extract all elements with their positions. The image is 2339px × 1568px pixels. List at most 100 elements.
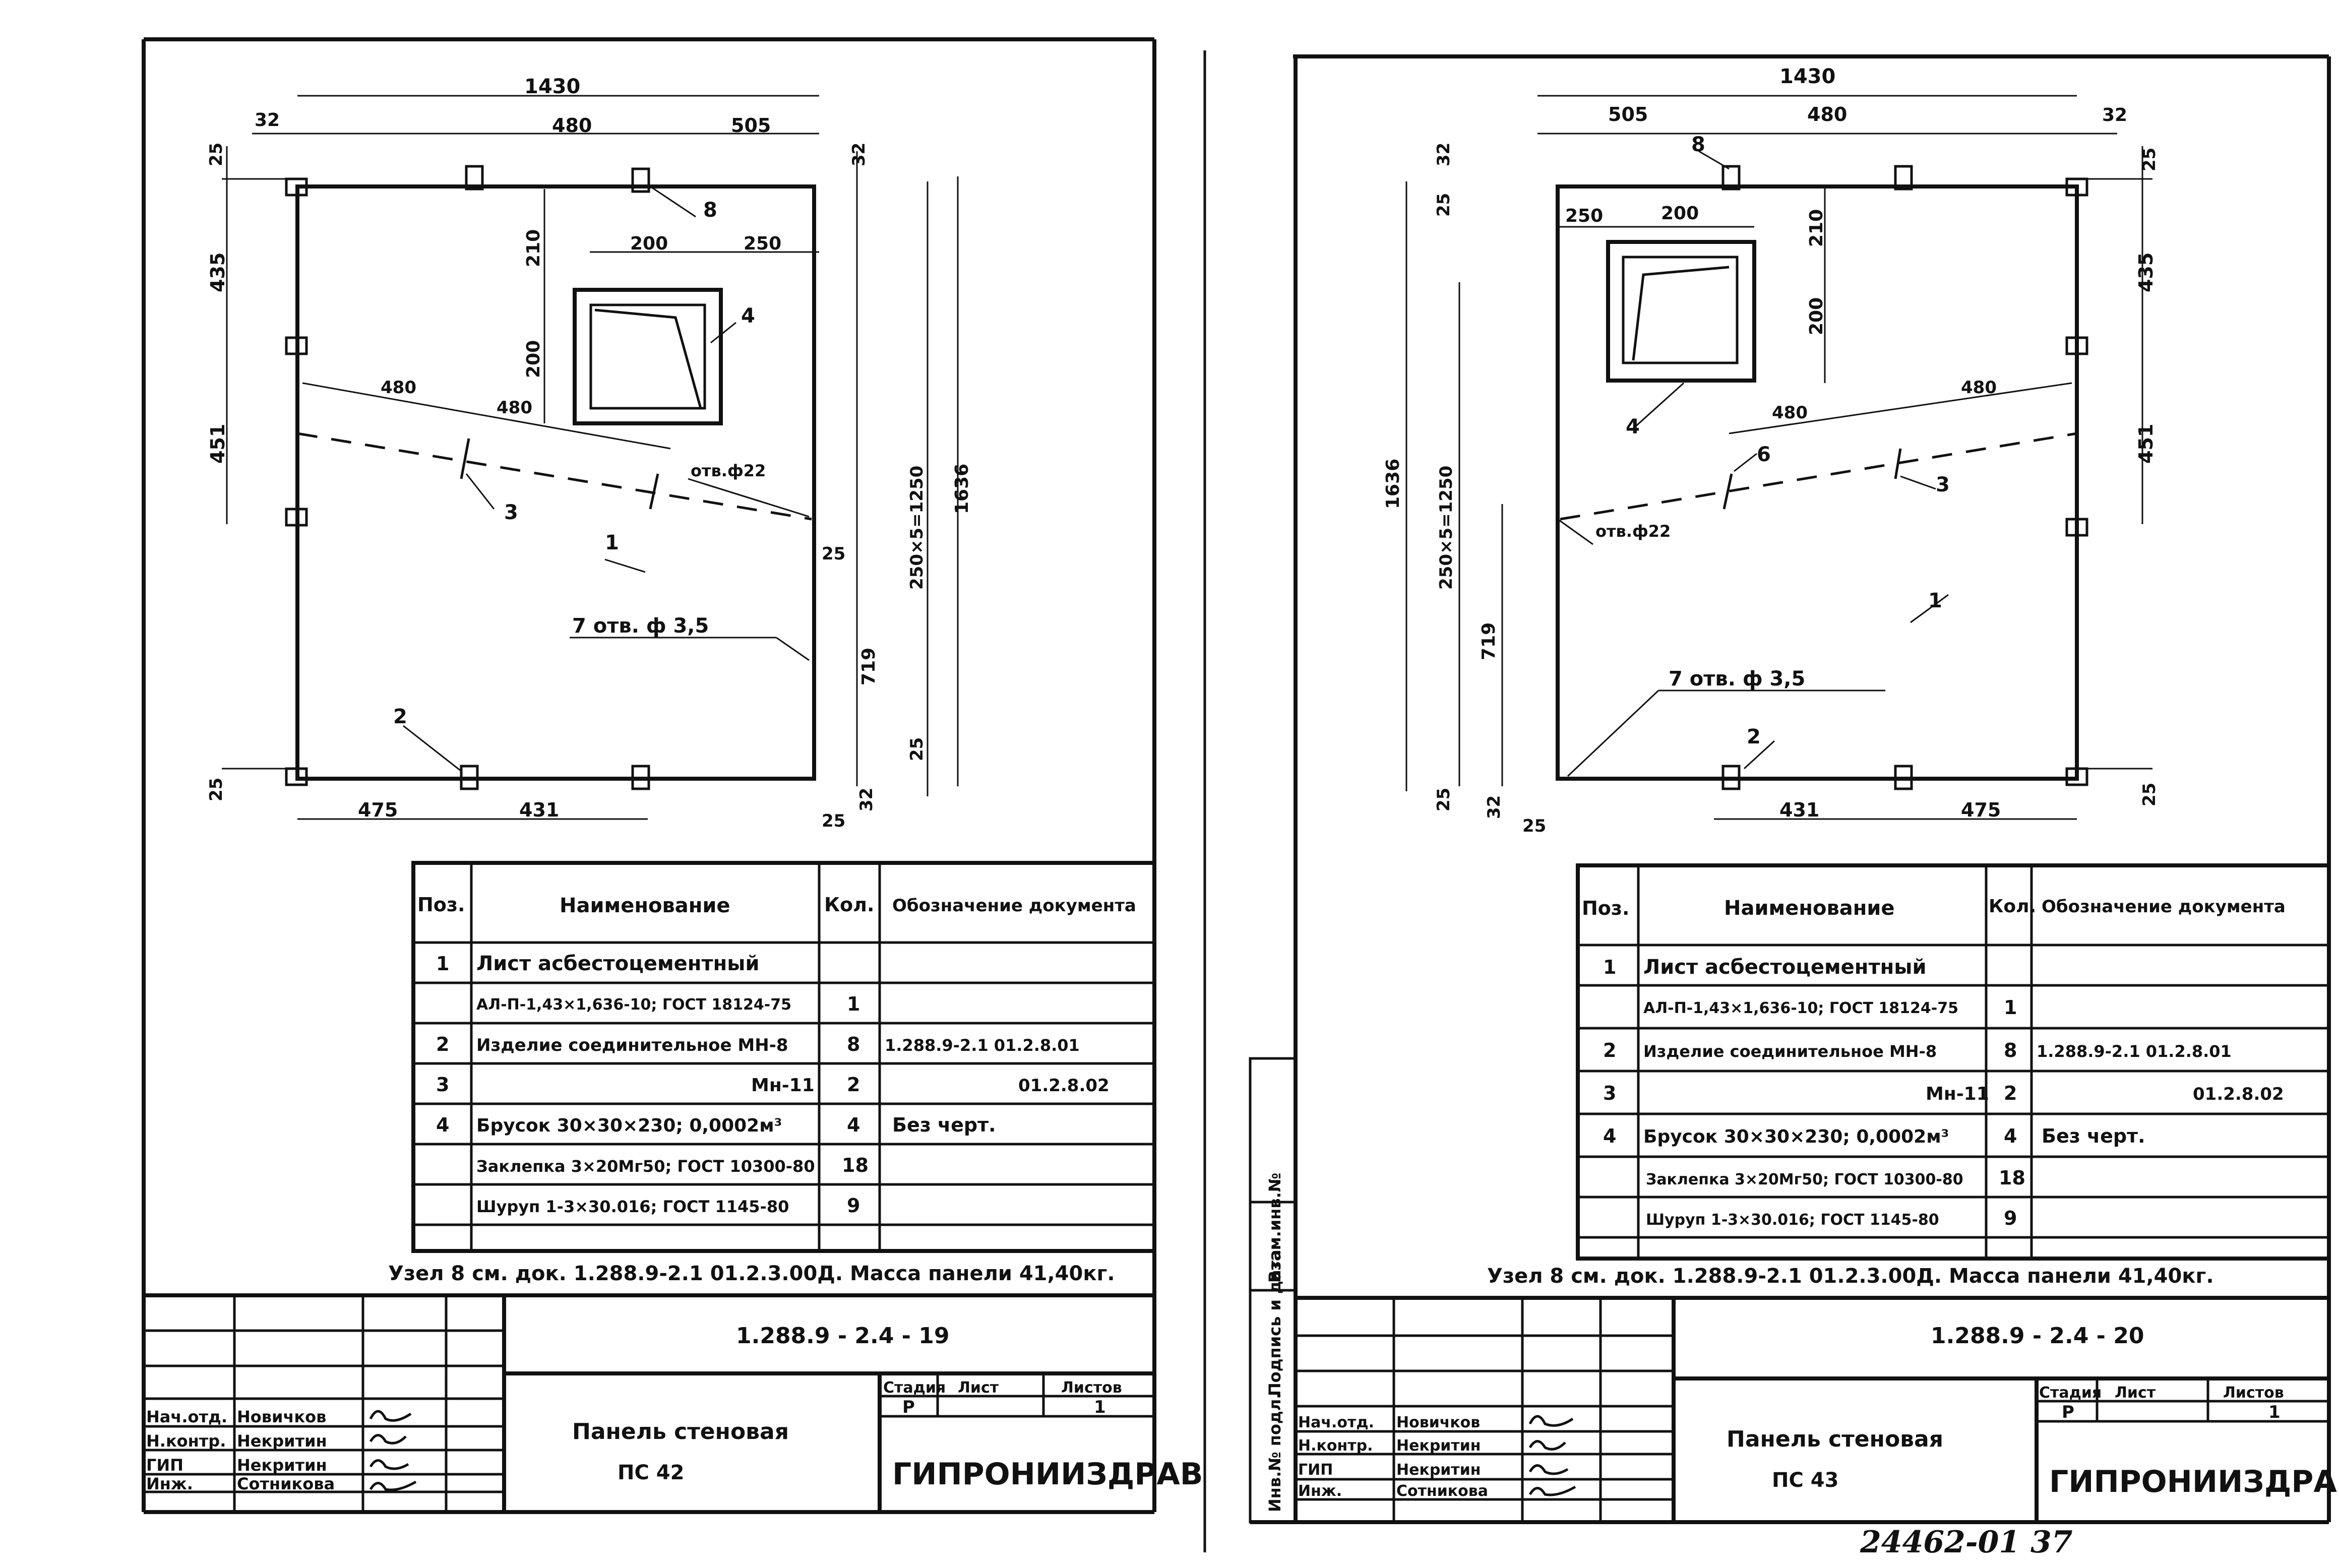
svg-text:3: 3 [1603,1082,1616,1104]
svg-text:АЛ-П-1,43×1,636-10; ГОСТ 18124: АЛ-П-1,43×1,636-10; ГОСТ 18124-75 [476,996,791,1014]
stamp-title: Панель стеновая [1727,1426,1943,1452]
svg-text:2: 2 [1603,1039,1616,1061]
name-4: Сотникова [1396,1482,1488,1500]
callout-8: 8 [1691,133,1705,156]
role-4: Инж. [1298,1482,1342,1500]
side-label-sign: Подпись и дата [1265,1249,1284,1396]
svg-text:18: 18 [842,1154,869,1176]
svg-text:4: 4 [1603,1125,1616,1147]
dim-right-overall: 1636 [952,464,972,514]
role-3: ГИП [146,1456,183,1475]
dim-top-a: 32 [255,110,280,131]
stamp-code: 1.288.9 - 2.4 - 19 [736,1323,949,1349]
svg-text:Без черт.: Без черт. [2042,1125,2145,1147]
role-3: ГИП [1298,1461,1333,1479]
dim-right-435: 435 [2135,253,2157,292]
sheet-left-svg: 1430 32 480 505 25 435 451 25 32 210 200… [142,37,1203,1514]
dim-top-b: 480 [552,114,592,137]
dim-left-25: 25 [1434,193,1454,217]
signatures [369,1410,417,1491]
th-pos: Поз. [1582,897,1629,919]
svg-text:1: 1 [436,953,449,975]
table-row: АЛ-П-1,43×1,636-10; ГОСТ 18124-75 1 [476,993,860,1015]
svg-text:9: 9 [2004,1207,2017,1229]
table-row: Заклепка 3×20Мг50; ГОСТ 10300-80 18 [476,1154,869,1176]
name-2: Некритин [237,1431,327,1451]
dim-right-32: 32 [856,788,877,811]
dim-bottom-c: 25 [822,811,845,831]
stamp-org: ГИПРОНИИЗДРАВ [892,1457,1203,1492]
stamp-stage-h: Стадия [2039,1384,2102,1402]
drawing-sheet-right: Инв.№ подл. Подпись и дата Взам.инв.№ 14… [1170,0,2339,1568]
svg-text:Лист асбестоцементный: Лист асбестоцементный [1643,956,1926,979]
svg-text:8: 8 [2004,1039,2017,1061]
dim-bot-32: 32 [1484,795,1504,819]
dim-diag-b: 480 [1961,378,1997,398]
role-4: Инж. [146,1474,193,1493]
svg-text:9: 9 [847,1195,860,1217]
th-doc: Обозначение документа [892,896,1136,916]
side-column [1249,1057,1297,1524]
table-row: Шуруп 1-3×30.016; ГОСТ 1145-80 9 [1646,1207,2017,1229]
svg-text:Лист асбестоцементный: Лист асбестоцементный [476,952,759,975]
note-text: Узел 8 см. док. 1.288.9-2.1 01.2.3.00Д. … [1487,1265,2214,1288]
dim-diag-b: 480 [497,398,532,418]
dim-left-a: 435 [207,253,229,292]
stamp-org: ГИПРОНИИЗДРАВ [2049,1464,2339,1499]
spec-table [1576,863,2331,1261]
stamp-title2: ПС 43 [1772,1469,1838,1492]
stamp-stage: Р [2062,1402,2074,1422]
opening-inner [589,303,706,410]
footer-number: 24462-01 37 [1860,1525,2073,1560]
dim-top-overall: 1430 [1779,65,1835,88]
name-3: Некритин [237,1456,327,1475]
dim-top-b: 480 [1807,103,1847,126]
stamp-title2: ПС 42 [618,1461,684,1484]
panel-outline [295,184,816,781]
callout-1: 1 [1928,589,1942,612]
svg-text:18: 18 [1999,1167,2025,1189]
callout-holes35: 7 отв. ф 3,5 [1669,667,1805,691]
side-label-replace: Взам.инв.№ [1265,1173,1284,1283]
callout-4: 4 [1626,415,1640,438]
dim-left-pitch: 250×5=1250 [1436,466,1456,590]
svg-text:3: 3 [436,1074,449,1096]
svg-text:АЛ-П-1,43×1,636-10; ГОСТ 18124: АЛ-П-1,43×1,636-10; ГОСТ 18124-75 [1643,999,1958,1017]
title-block [144,1293,1154,1512]
table-row: 2 Изделие соединительное МН-8 8 1.288.9-… [1603,1039,2232,1061]
svg-text:8: 8 [847,1033,860,1055]
svg-text:4: 4 [847,1114,860,1136]
opening-inner [1622,256,1739,364]
stamp-stage-h: Стадия [883,1379,946,1397]
callout-6: 6 [1757,443,1771,466]
svg-text:1: 1 [1603,956,1616,978]
dim-top-c: 505 [731,114,771,137]
svg-text:2: 2 [436,1033,449,1055]
dim-open-h2: 200 [1806,297,1827,335]
dim-top-c: 32 [2102,105,2127,126]
table-row: 3 Мн-11 2 01.2.8.02 [436,1074,1110,1096]
note-text: Узел 8 см. док. 1.288.9-2.1 01.2.3.00Д. … [388,1262,1115,1285]
table-row: 3 Мн-11 2 01.2.8.02 [1603,1082,2284,1104]
diagonal-dim [1729,382,2072,434]
dim-left-32: 32 [1434,143,1454,166]
stamp-title: Панель стеновая [572,1419,789,1445]
title-block [1296,1296,2329,1522]
svg-text:Заклепка 3×20Мг50; ГОСТ 10300-: Заклепка 3×20Мг50; ГОСТ 10300-80 [476,1157,815,1176]
dim-open-h2: 200 [523,340,544,378]
opening-sheet-line [594,308,702,409]
panel-outline [1556,184,2079,781]
svg-text:Заклепка 3×20Мг50; ГОСТ 10300-: Заклепка 3×20Мг50; ГОСТ 10300-80 [1646,1171,1963,1188]
role-1: Нач.отд. [146,1407,227,1426]
signatures [1528,1415,1576,1496]
name-3: Некритин [1396,1461,1481,1479]
th-name: Наименование [560,894,730,917]
dim-top-overall: 1430 [524,75,580,98]
dim-bottom-b: 475 [1961,799,2001,821]
th-qty: Кол. [1989,896,2036,917]
dim-top-a: 505 [1608,103,1648,126]
table-row: Шуруп 1-3×30.016; ГОСТ 1145-80 9 [476,1195,860,1217]
dim-open-w1: 200 [630,233,668,254]
callout-2: 2 [1747,725,1761,748]
th-doc: Обозначение документа [2042,897,2286,917]
